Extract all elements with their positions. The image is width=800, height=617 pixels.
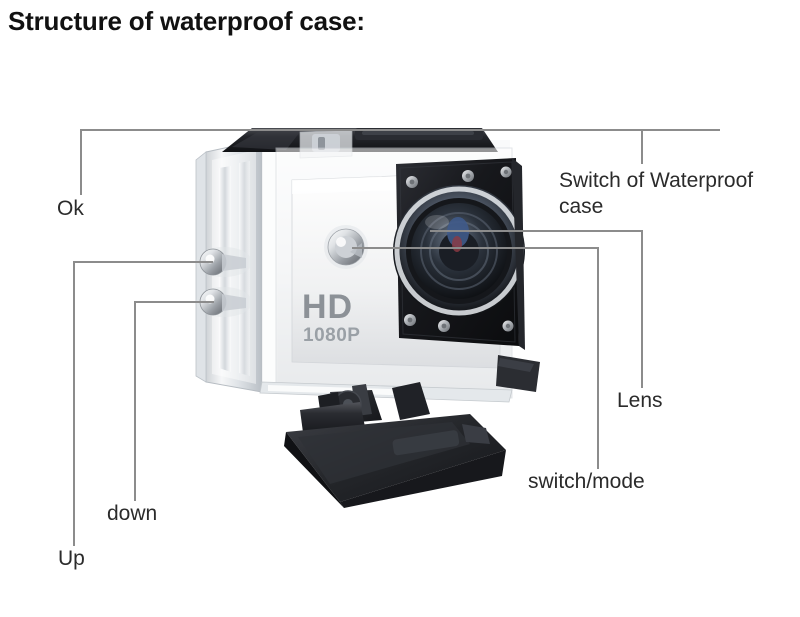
case-front-frame [275,147,513,399]
callout-label-down: down [107,502,158,525]
camera-mount [284,382,506,508]
callout-label-switch-of-waterproof-case: Switch of Waterproof case [559,169,754,218]
callout-label-ok: Ok [57,197,84,220]
leader-line-ok-horizontal [80,129,720,131]
leader-line-ok-vertical [80,129,82,195]
callout-label-switch-mode: switch/mode [528,470,645,493]
case-right-edge [496,158,540,392]
callout-label-up: Up [58,547,85,570]
leader-line-down-vertical [134,301,136,501]
bezel-screws [398,166,522,332]
leader-line-switch-mode-horizontal [352,247,598,249]
case-top-cover [222,128,498,159]
side-buttons [196,247,252,317]
lens-bezel [393,158,525,346]
leader-line-up-vertical [73,261,75,546]
leader-line-lens-vertical [641,230,643,388]
waterproof-case-shell [195,138,510,395]
case-bottom-lip [259,381,513,403]
leader-line-switch-case-vertical [641,129,643,164]
callout-label-lens: Lens [617,389,663,412]
camera-lens [393,185,525,317]
leader-line-down-horizontal [134,301,214,303]
leader-line-lens-horizontal [430,230,642,232]
page-title: Structure of waterproof case: [8,6,365,36]
camera-body: HD 1080P [291,171,501,369]
body-label-1080p: 1080P [303,325,360,346]
leader-line-switch-mode-vertical [597,247,599,469]
body-label-hd: HD [302,288,353,326]
leader-line-up-horizontal [73,261,213,263]
